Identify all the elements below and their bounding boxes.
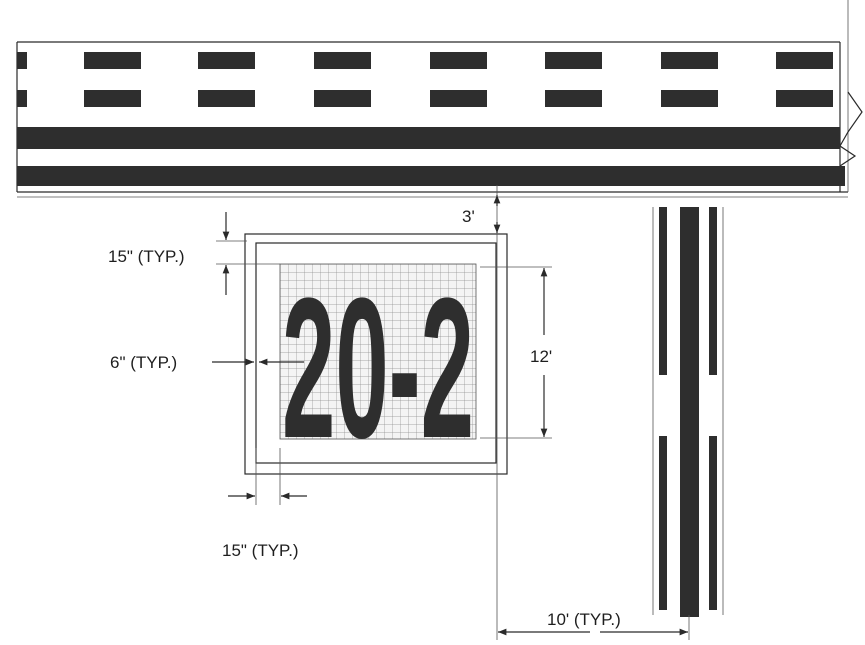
dim-label-spacing: 10' (TYP.) xyxy=(547,610,621,629)
outer-border xyxy=(244,233,508,475)
dim-label-border-bottom: 15" (TYP.) xyxy=(222,541,299,560)
lane-dashes-row-1 xyxy=(17,52,833,69)
inner-border xyxy=(255,242,497,464)
lane-dash xyxy=(545,52,602,69)
lane-dash xyxy=(661,52,718,69)
lane-dash xyxy=(84,90,141,107)
dim-label-inner-gap: 6" (TYP.) xyxy=(110,353,177,372)
lane-dash xyxy=(776,90,833,107)
lane-dash xyxy=(430,52,487,69)
lane-dash xyxy=(776,52,833,69)
lane-dash xyxy=(430,90,487,107)
route-marking-block: 20-2 xyxy=(244,233,508,480)
vertical-dash xyxy=(659,207,667,375)
vertical-lane-markings xyxy=(652,207,724,617)
lane-dash xyxy=(84,52,141,69)
vertical-dash xyxy=(659,436,667,610)
lane-dash xyxy=(661,90,718,107)
solid-line-lower xyxy=(17,166,845,186)
vertical-center-line xyxy=(680,207,699,617)
lane-dash xyxy=(545,90,602,107)
dim-label-offset: 3' xyxy=(462,207,475,226)
number-grid xyxy=(279,263,477,440)
break-symbol xyxy=(839,91,863,167)
route-number: 20-2 xyxy=(282,257,474,480)
vertical-dash xyxy=(709,207,717,375)
solid-line-upper xyxy=(17,127,840,149)
dim-label-border-top: 15" (TYP.) xyxy=(108,247,185,266)
lane-dashes-row-2 xyxy=(17,90,833,107)
vertical-dash xyxy=(709,436,717,610)
lane-dash xyxy=(314,90,371,107)
lane-dash xyxy=(198,52,255,69)
lane-dash xyxy=(17,90,27,107)
lane-dash xyxy=(17,52,27,69)
roadway xyxy=(16,0,863,198)
dim-label-height: 12' xyxy=(530,347,552,366)
lane-dash xyxy=(314,52,371,69)
dimensions: 15" (TYP.) 6" (TYP.) 15" (TYP.) 3' 12' 1… xyxy=(108,185,690,640)
lane-dash xyxy=(198,90,255,107)
